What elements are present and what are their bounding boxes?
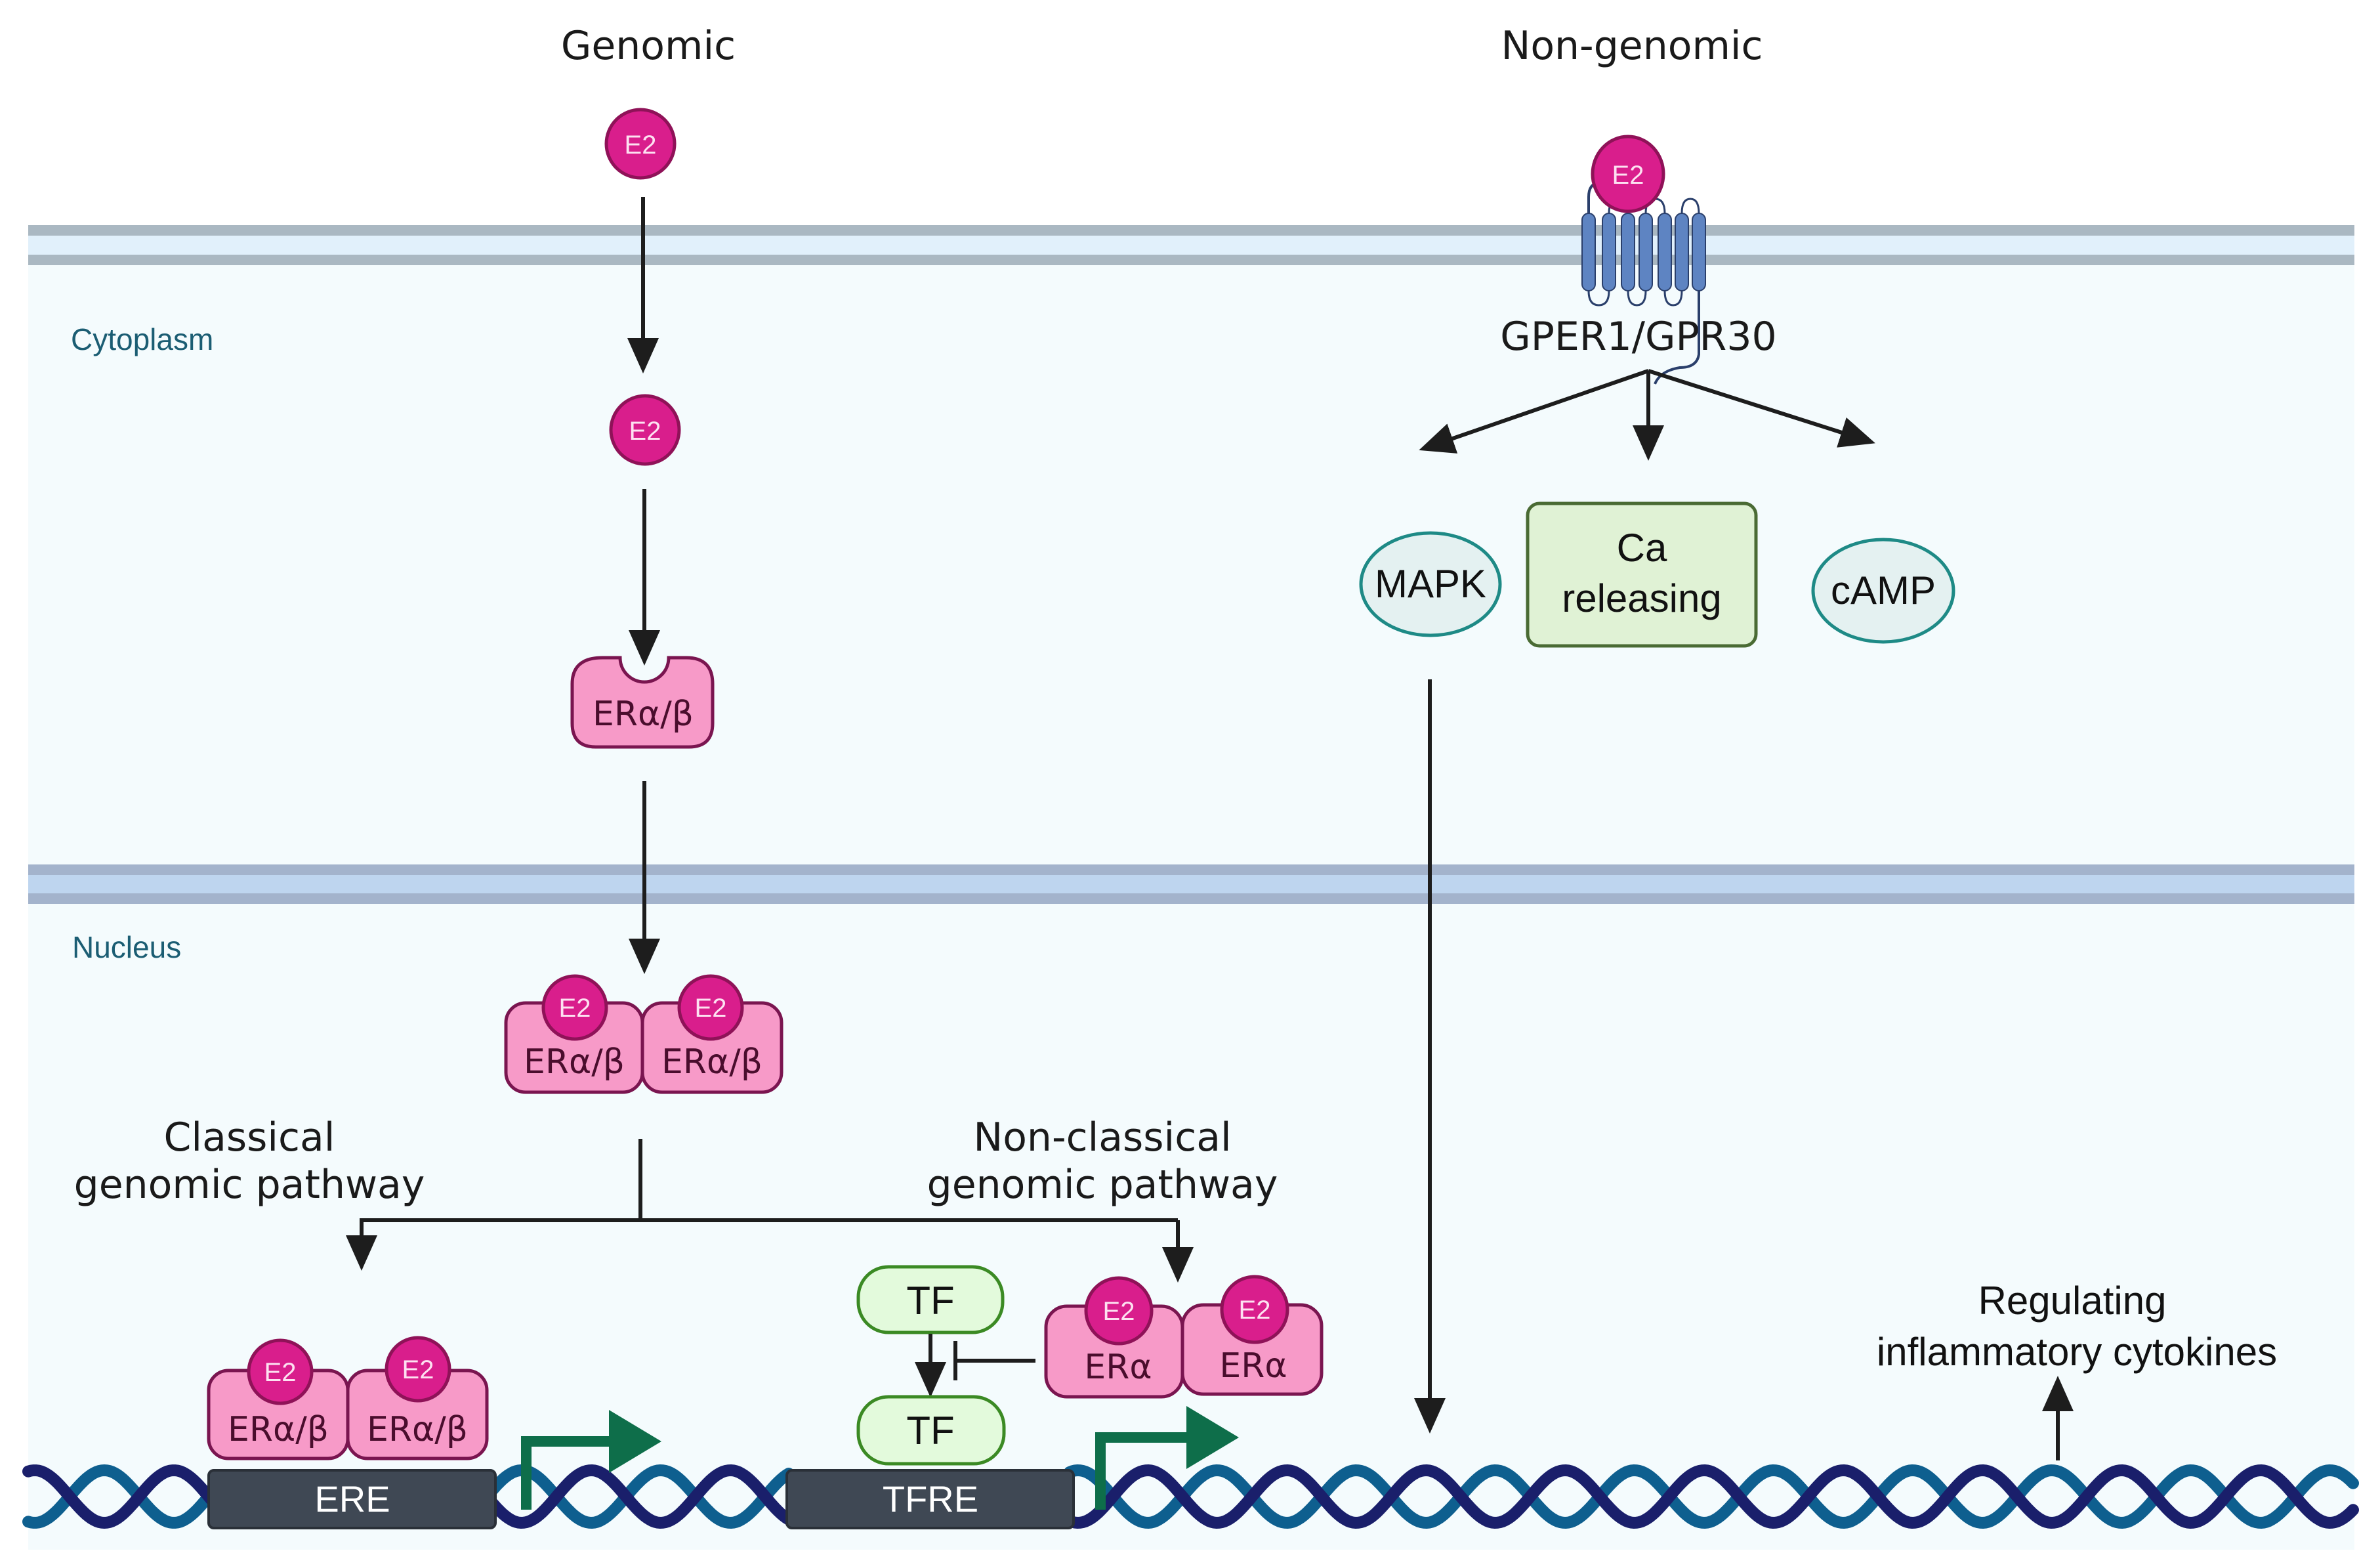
e2-label: E2 [264,1358,297,1387]
e2-label: E2 [1103,1297,1135,1326]
gper-receptor: E2 [1581,135,1706,385]
er-a-label: ERα [1219,1346,1287,1386]
tf-label: TF [906,1409,954,1453]
e2-label: E2 [695,994,727,1023]
nucleus-label: Nucleus [72,930,181,964]
pathway-branch [346,1139,1194,1283]
dna-strand-segment [486,1464,795,1529]
dna-strand-segment [22,1464,218,1529]
gper-helix [1639,213,1653,291]
er-ab-label: ERα/β [367,1410,468,1449]
e2-label: E2 [402,1355,434,1384]
er-alpha-dimer: ERα E2 ERα E2 [1044,1275,1324,1399]
er-alpha-monomer-left: ERα E2 [1044,1276,1184,1399]
dna-strand-segment [486,1464,795,1529]
er-monomer-right: ERα/β E2 [346,1336,489,1460]
er-ab-label: ERα/β [524,1042,625,1082]
nuclear-membrane [28,864,2354,904]
er-monomer-left: ERα/β E2 [207,1338,350,1460]
tfre-element: TFRE [785,1469,1075,1529]
er-monomer-right: ERα/β E2 [640,974,783,1094]
er-receptor-unbound: ERα/β [570,656,715,749]
camp-label: cAMP [1831,568,1936,612]
e2-ligand-extracellular: E2 [604,108,677,180]
er-a-label: ERα [1084,1348,1152,1387]
er-ab-label: ERα/β [593,694,694,734]
er-monomer-left: ERα/β E2 [504,974,644,1094]
gper-helix [1602,213,1616,291]
genomic-title: Genomic [561,23,736,69]
transcription-factor-bound: TF [856,1395,1006,1466]
non-classical-pathway-label-line1: Non-classical [973,1115,1231,1160]
er-alpha-monomer-right: ERα E2 [1180,1275,1324,1396]
tf-label: TF [906,1279,954,1323]
gper-loop [1663,290,1683,307]
plasma-membrane [28,225,2354,265]
gper-c-terminal-tail [1654,290,1700,385]
er-ab-label: ERα/β [661,1042,762,1082]
gper-helix [1581,213,1596,291]
gper-loop [1681,198,1700,214]
dna-strand-segment [1064,1464,2359,1529]
mapk-node: MAPK [1359,531,1502,637]
gper-helix [1675,213,1689,291]
e2-ligand-cytoplasm: E2 [609,394,681,466]
gper-helix [1658,213,1672,291]
gper-helix [1621,213,1635,291]
non-classical-pathway-label-line2: genomic pathway [927,1162,1278,1208]
gper-loop [1627,290,1647,307]
arrow-to-camp [1648,369,1875,448]
e2-label: E2 [1239,1296,1271,1325]
transcription-factor-free: TF [856,1265,1005,1334]
transcription-start-arrow-tfre [1095,1406,1239,1510]
outcome-label-line2: inflammatory cytokines [1877,1330,2277,1374]
ca-label-line2: releasing [1562,576,1722,620]
cytoplasm-label: Cytoplasm [71,322,213,356]
camp-node: cAMP [1811,538,1955,644]
e2-label: E2 [625,131,657,160]
tfre-label: TFRE [883,1478,978,1520]
arrow-to-mapk [1419,369,1649,454]
dna-strand-segment [22,1464,218,1529]
e2-label: E2 [629,417,661,446]
outcome-label-line1: Regulating [1978,1279,2167,1323]
er-ab-label: ERα/β [228,1410,329,1449]
e2-label: E2 [559,994,591,1023]
gper-signaling-arrows [1419,369,1875,461]
transcription-start-arrow-ere [521,1410,661,1510]
ca-releasing-node: Ca releasing [1526,501,1758,648]
e2-ligand-gper: E2 [1591,135,1665,213]
er-dimer-nucleus: ERα/β E2 ERα/β E2 [504,974,783,1094]
ere-element: ERE [207,1469,497,1529]
e2-label: E2 [1612,161,1644,190]
mapk-label: MAPK [1375,562,1486,606]
classical-pathway-label-line2: genomic pathway [74,1162,425,1208]
er-dimer-on-ere: ERα/β E2 ERα/β E2 [207,1336,489,1460]
ca-label-line1: Ca [1617,526,1667,570]
non-genomic-title: Non-genomic [1501,23,1763,69]
gper-helix [1692,213,1706,291]
ere-label: ERE [314,1478,390,1520]
gper-label: GPER1/GPR30 [1500,314,1776,360]
dna-double-helix [22,1464,2359,1529]
inhibition-er-on-tf [953,1341,1035,1380]
dna-strand-segment [1064,1464,2359,1529]
gper-loop [1587,290,1610,307]
classical-pathway-label-line1: Classical [164,1115,335,1160]
